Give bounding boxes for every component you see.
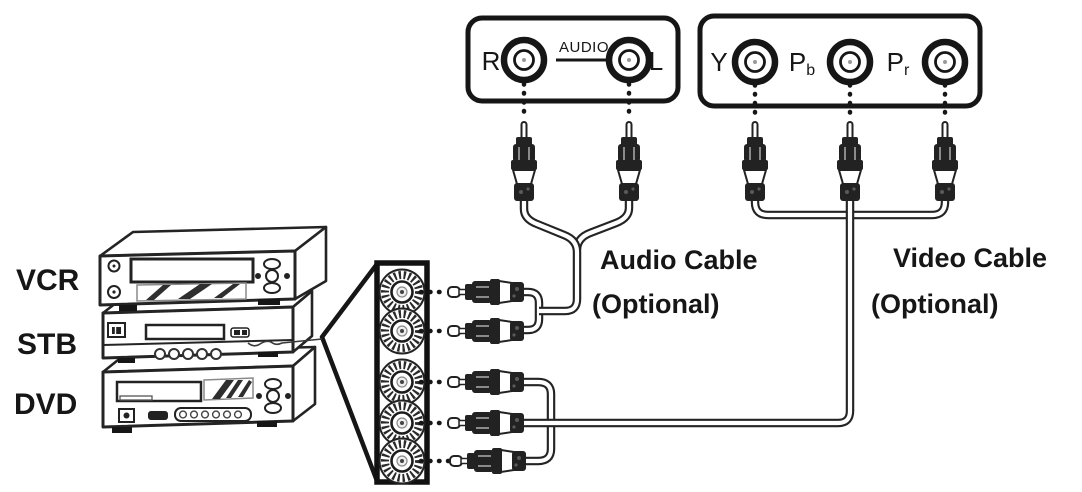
device-label-dvd: DVD [14, 388, 77, 421]
jack-label-pb: Pb [789, 47, 815, 79]
rca-plug-icon [510, 121, 538, 202]
stb-button [230, 327, 250, 338]
dvd-usb-port [148, 411, 168, 420]
rca-plug-icon [447, 278, 525, 306]
device-vcr [98, 225, 328, 311]
audio-input-panel: R AUDIO L [465, 15, 681, 122]
rca-jack-icon-video-pr [380, 439, 425, 484]
video-jack-pb-icon [830, 42, 870, 82]
rca-plug-icon [741, 121, 769, 202]
dvd-button-strip [174, 407, 252, 422]
rca-plug-icon [931, 121, 959, 202]
rca-plug-icon [615, 121, 643, 202]
vcr-flap-hatch [136, 282, 247, 302]
audio-cable-label: Audio Cable [600, 245, 758, 275]
stb-output-wire [247, 338, 323, 347]
rca-plug-icon [447, 317, 525, 345]
audio-group-label: AUDIO [559, 39, 609, 56]
video-cable-label: Video Cable [893, 243, 1047, 273]
jack-label-l: L [649, 46, 663, 76]
rca-plug-icon [836, 121, 864, 202]
jack-label-pr: Pr [887, 47, 910, 79]
jack-label-r: R [482, 46, 501, 76]
rca-plug-icon [447, 409, 525, 437]
stb-display [144, 323, 226, 341]
video-cable-optional: (Optional) [871, 289, 998, 319]
device-label-vcr: VCR [16, 264, 80, 297]
device-dvd [101, 345, 317, 433]
av-jack-panel [374, 260, 452, 484]
breakout-wedge [319, 261, 380, 484]
device-label-stb: STB [17, 328, 77, 361]
audio-cable-optional: (Optional) [592, 289, 719, 319]
dvd-display-hatch [203, 377, 254, 401]
vcr-cassette-slot [129, 257, 255, 284]
rca-jack-icon-video-y [380, 360, 425, 405]
rca-plug-icon [449, 447, 527, 475]
video-jack-pr-icon [925, 42, 965, 82]
jack-label-y: Y [710, 47, 727, 77]
rca-plug-icon [447, 368, 525, 396]
video-input-panel: Y Pb Pr [697, 13, 983, 122]
stb-front-buttons [154, 348, 222, 360]
rca-jack-icon-audio-l [380, 309, 425, 354]
audio-jack-l-icon [609, 40, 649, 80]
video-jack-y-icon [735, 42, 775, 82]
stb-card-slot [107, 322, 126, 338]
audio-jack-r-icon [504, 40, 544, 80]
